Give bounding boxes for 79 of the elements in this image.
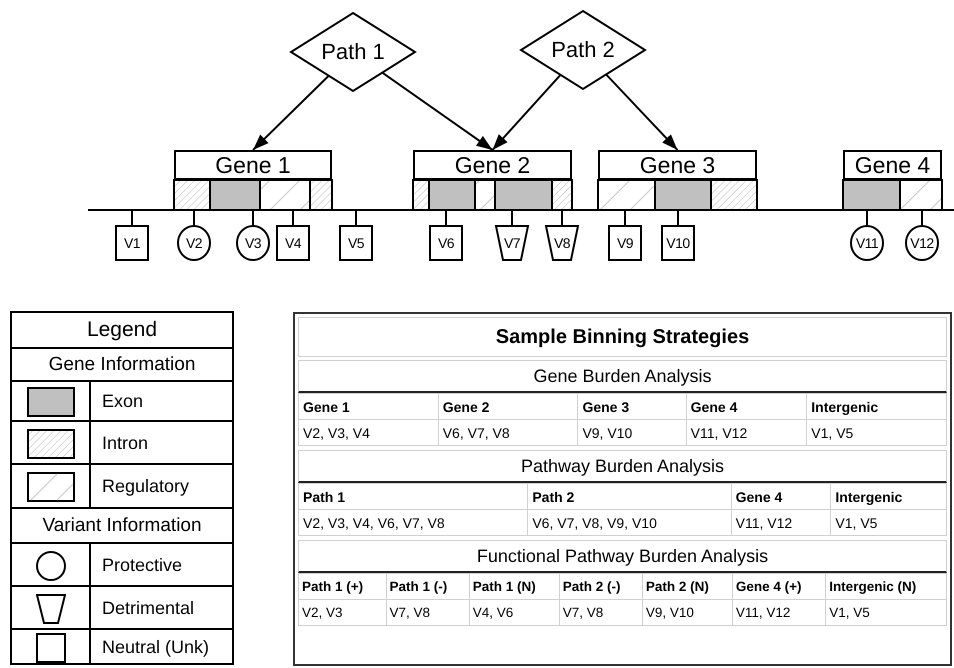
table-cell: V11, V12	[732, 600, 826, 626]
column-header: Path 2 (-)	[559, 574, 642, 600]
variant-circle: V11	[850, 225, 884, 261]
pathway-diamond: Path 2	[520, 10, 646, 90]
legend-label: Regulatory	[102, 476, 190, 497]
table-cell: V7, V8	[386, 600, 470, 626]
column-header: Path 2 (N)	[642, 574, 732, 600]
connector-line	[561, 211, 563, 225]
variant-trapezoid: V8	[545, 225, 579, 261]
column-header: Path 2	[528, 484, 732, 510]
variant-square: V4	[276, 225, 310, 261]
table-cell: V2, V3, V4	[298, 420, 438, 446]
column-header: Gene 3	[578, 394, 686, 420]
table-title: Sample Binning Strategies	[298, 317, 947, 357]
table-cell: V1, V5	[826, 600, 946, 626]
gene-label-box: Gene 3	[598, 150, 757, 180]
connector-line	[292, 211, 294, 225]
table-cell: V11, V12	[731, 510, 831, 536]
variant-square: V9	[608, 225, 642, 261]
connector-line	[921, 211, 923, 225]
table-cell: V1, V5	[806, 420, 946, 446]
arrow	[606, 74, 678, 151]
arrow	[382, 72, 494, 151]
variant-trapezoid: V7	[495, 225, 529, 261]
arrow	[492, 74, 561, 151]
column-header: Gene 4	[731, 484, 831, 510]
column-header: Intergenic	[806, 394, 946, 420]
variant-square: V6	[429, 225, 463, 261]
variant-circle: V3	[236, 225, 270, 261]
table-cell: V4, V6	[469, 600, 560, 626]
gene-label-box: Gene 4	[843, 150, 942, 180]
connector-line	[131, 211, 133, 225]
column-header: Path 1 (N)	[469, 574, 560, 600]
connector-line	[624, 211, 626, 225]
column-header: Gene 4 (+)	[732, 574, 826, 600]
connector-line	[193, 211, 195, 225]
connector-line	[355, 211, 357, 225]
legend-heading: Gene Information	[48, 352, 196, 376]
column-header: Intergenic	[830, 484, 946, 510]
table-cell: V9, V10	[578, 420, 686, 446]
table-cell: V7, V8	[559, 600, 642, 626]
table-cell: V6, V7, V8	[438, 420, 578, 446]
legend-label: Protective	[102, 554, 182, 576]
table-cell: V11, V12	[686, 420, 807, 446]
table-cell: V1, V5	[830, 510, 946, 536]
arrow	[252, 76, 329, 151]
table-cell: V2, V3	[298, 600, 386, 626]
gene-label-box: Gene 1	[174, 150, 332, 180]
column-header: Gene 1	[298, 394, 438, 420]
variant-square: V1	[115, 225, 149, 261]
variant-circle: V2	[177, 225, 211, 261]
section-heading: Functional Pathway Burden Analysis	[298, 540, 947, 573]
connector-line	[445, 211, 447, 225]
connector-line	[252, 211, 254, 225]
variant-square: V10	[661, 225, 695, 261]
section-heading: Gene Burden Analysis	[298, 360, 947, 393]
column-header: Path 1	[298, 484, 528, 510]
column-header: Gene 2	[438, 394, 578, 420]
connector-line	[866, 211, 868, 225]
legend-label: Intron	[102, 432, 148, 454]
column-header: Path 1 (-)	[386, 574, 470, 600]
pathway-diamond: Path 1	[290, 12, 416, 92]
legend-label: Detrimental	[102, 598, 194, 618]
table-cell: V6, V7, V8, V9, V10	[528, 510, 732, 536]
variant-square: V5	[339, 225, 373, 261]
column-header: Intergenic (N)	[826, 574, 946, 600]
table-cell: V2, V3, V4, V6, V7, V8	[298, 510, 528, 536]
column-header: Path 1 (+)	[298, 574, 386, 600]
column-header: Gene 4	[686, 394, 807, 420]
variant-circle: V12	[905, 225, 939, 261]
legend-heading: Variant Information	[41, 514, 203, 538]
connector-line	[677, 211, 679, 225]
table-cell: V9, V10	[642, 600, 732, 626]
legend-label: Exon	[102, 391, 144, 412]
connector-line	[511, 211, 513, 225]
section-heading: Pathway Burden Analysis	[298, 450, 947, 483]
legend-label: Neutral (Unk)	[102, 636, 210, 658]
legend-title: Legend	[86, 317, 158, 343]
gene-label-box: Gene 2	[413, 150, 572, 180]
